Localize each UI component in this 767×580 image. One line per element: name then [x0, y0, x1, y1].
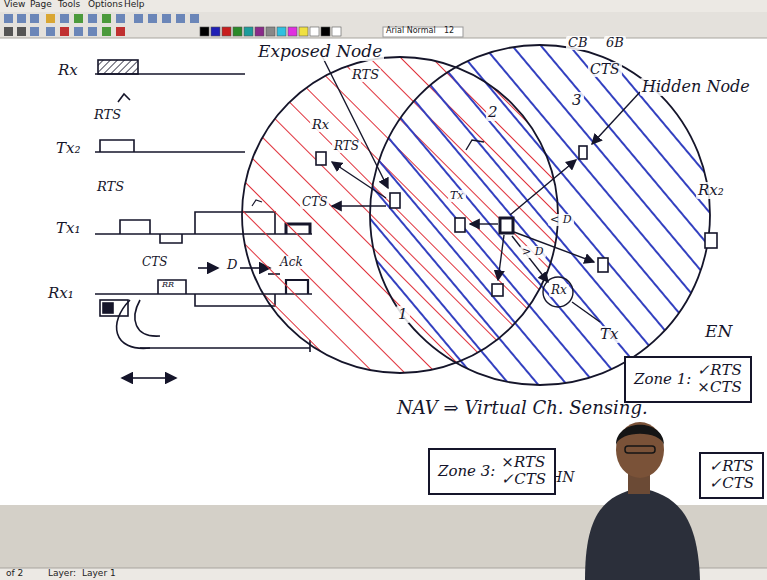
handwritten-label: Ack [278, 256, 305, 269]
handwritten-label: CB [566, 36, 590, 50]
handwritten-label: CTS [140, 256, 169, 269]
handwritten-label: Tx [598, 326, 620, 343]
handwritten-label: RTS [92, 108, 123, 122]
handwritten-label: Tx [448, 190, 466, 202]
handwritten-label: Rx [310, 118, 331, 132]
font-size: 12 [444, 27, 454, 36]
handwritten-label: D [225, 258, 239, 272]
zone-summary-box: Zone 3: ×RTS✓CTS [428, 448, 556, 495]
handwritten-label: RTS [332, 140, 361, 153]
zone-number: 1 [396, 306, 410, 323]
zone-rule: ✓CTS [709, 475, 754, 492]
zone-rule: ×RTS [501, 454, 546, 471]
font-selector: Arial Normal [386, 27, 436, 36]
zone-rule: ✓RTS [709, 458, 754, 475]
zone-rule: ✓CTS [501, 471, 546, 488]
zone-rule: ✓RTS [697, 362, 741, 379]
handwritten-label: RTS [95, 180, 126, 194]
handwritten-label: > D [520, 246, 546, 258]
zone-summary-box: Zone 1: ✓RTS×CTS [624, 356, 752, 403]
zone-number: 2 [486, 104, 500, 121]
zone-rule: ×CTS [697, 379, 741, 396]
rule-column: ✓RTS×CTS [697, 362, 741, 397]
zone-heading: Zone 3: [438, 463, 495, 480]
zone-heading: Zone 1: [634, 371, 691, 388]
handwritten-label: Exposed Node [256, 42, 384, 61]
zone-summary-box: ✓RTS✓CTS [699, 452, 764, 499]
handwritten-label: Rx₁ [46, 285, 76, 302]
menu-item: Page [30, 0, 52, 10]
handwritten-label: Tx₁ [54, 220, 82, 237]
menu-item: Tools [58, 0, 80, 10]
handwritten-label: Tx₂ [54, 140, 82, 157]
handwritten-label: Hidden Node [640, 78, 752, 96]
handwritten-label: 6B [604, 36, 626, 50]
rule-column: ×RTS✓CTS [501, 454, 546, 489]
handwritten-label: CTS [300, 196, 329, 209]
status-text: Layer: [48, 569, 76, 579]
handwritten-label: Rx [549, 284, 569, 297]
handwritten-label: Rx [56, 62, 80, 79]
handwritten-label: NAV ⇒ Virtual Ch. Sensing. [395, 398, 650, 418]
handwritten-label: Rx₂ [696, 182, 726, 199]
rule-column: ✓RTS✓CTS [709, 458, 754, 493]
handwritten-label: < D [548, 214, 574, 226]
menu-item: View [4, 0, 25, 10]
handwritten-label: CTS [588, 62, 622, 77]
status-text: Layer 1 [82, 569, 116, 579]
handwritten-label: RTS [350, 68, 381, 82]
menu-item: Help [124, 0, 145, 10]
status-text: of 2 [6, 569, 23, 579]
zone-number: 3 [570, 92, 584, 109]
menu-item: Options [88, 0, 123, 10]
handwritten-label: EN [703, 322, 734, 341]
box-text: RR [160, 281, 176, 290]
